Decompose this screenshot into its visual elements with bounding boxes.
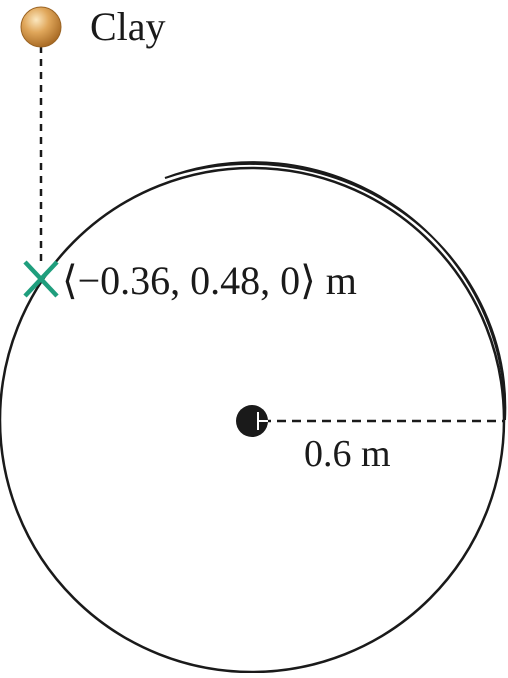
radius-label: 0.6 m [304,433,391,475]
x-mark-icon [23,260,59,298]
clay-label: Clay [90,4,166,49]
center-axle-icon [236,405,268,437]
clay-ball [20,6,62,48]
impact-point-label: ⟨−0.36, 0.48, 0⟩ m [62,258,357,303]
